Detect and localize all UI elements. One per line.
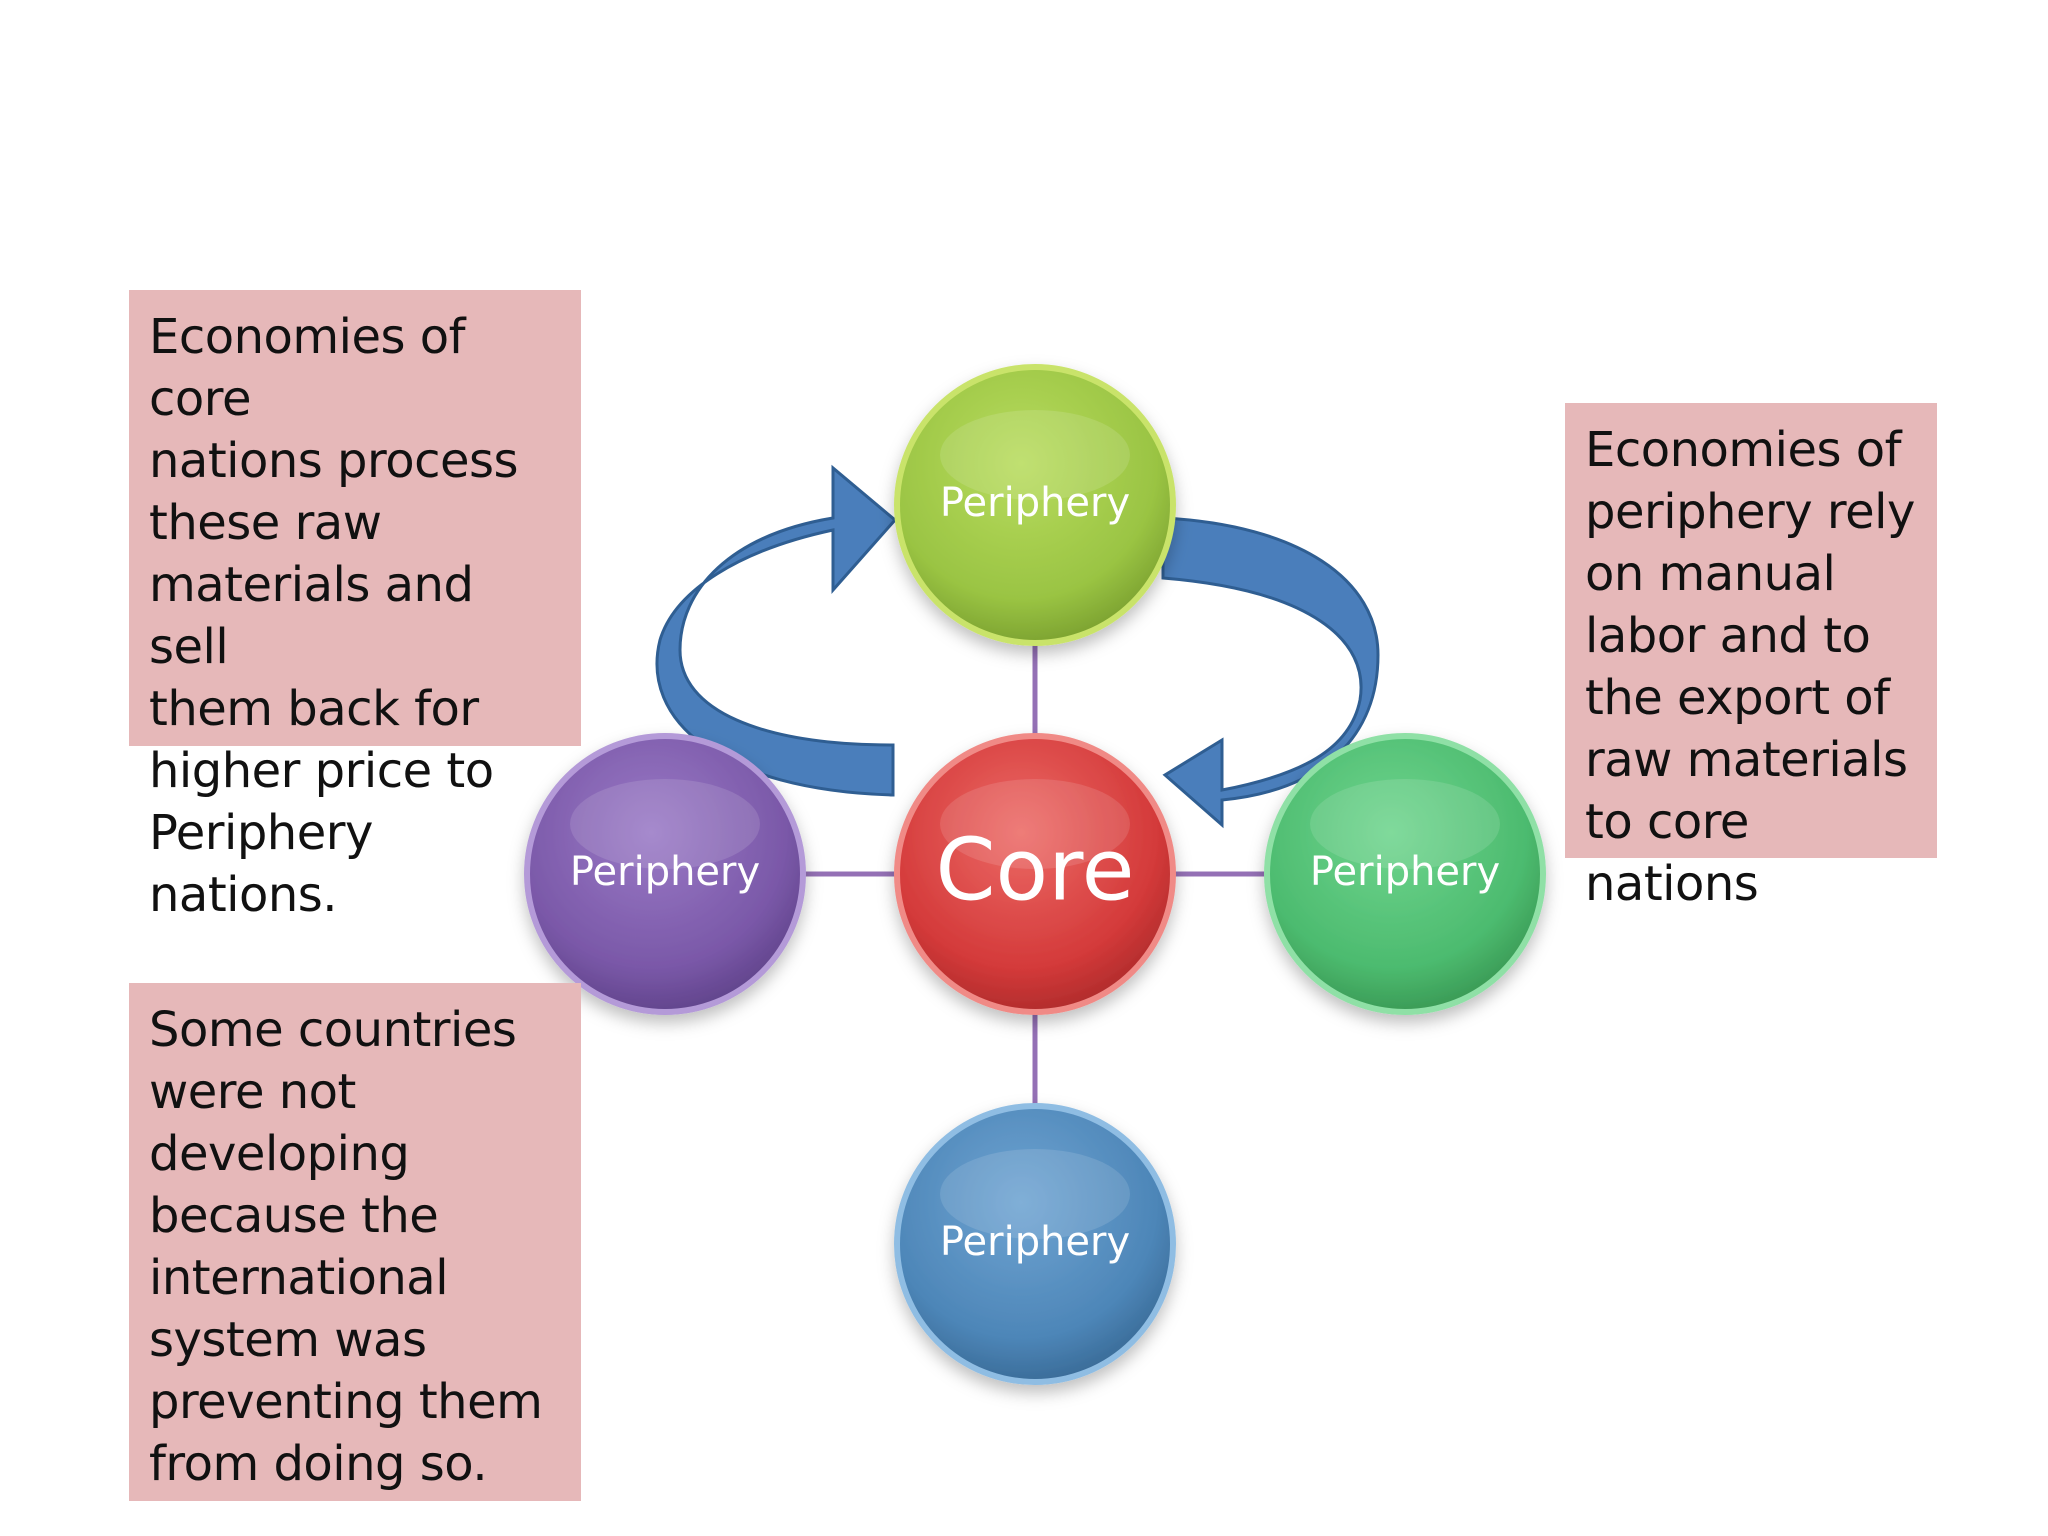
node-right-periphery	[1264, 733, 1546, 1015]
node-left-label: Periphery	[570, 849, 760, 895]
note-not-developing: Some countries were not developing becau…	[129, 983, 581, 1501]
node-bottom-periphery	[894, 1103, 1176, 1385]
note-periphery-economies: Economies of periphery rely on manual la…	[1565, 403, 1937, 912]
left-curved-arrow	[655, 464, 898, 797]
right-curved-arrow	[1161, 516, 1380, 829]
node-core	[894, 733, 1176, 1015]
connectors	[800, 640, 1270, 1110]
node-top-periphery	[894, 364, 1176, 646]
node-right-label: Periphery	[1310, 849, 1500, 895]
node-left-periphery	[524, 733, 806, 1015]
note-core-economies: Economies of core nations process these …	[129, 290, 581, 923]
node-top-label: Periphery	[940, 480, 1130, 526]
node-bottom-label: Periphery	[940, 1219, 1130, 1265]
node-core-label: Core	[935, 820, 1134, 920]
